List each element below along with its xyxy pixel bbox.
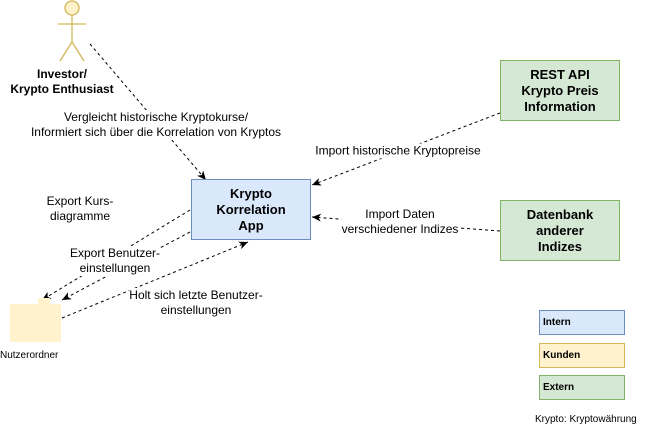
edge-label-export-settings: Export Benutzer- einstellungen [69,246,161,276]
database-node: Datenbank anderer Indizes [500,200,620,261]
database-line1: Datenbank [526,206,594,222]
legend-intern: Intern [539,310,625,335]
folder-tab-icon [38,298,50,304]
edge-label-load-settings-line1: Holt sich letzte Benutzer- [129,288,263,302]
folder-label: Nutzerordner [0,350,59,361]
edge-label-import-indices-line1: Import Daten [365,207,435,221]
folder-icon [10,304,61,342]
rest-api-node: REST API Krypto Preis Information [500,60,620,121]
legend-kunden: Kunden [539,343,625,368]
edge-label-import-prices: Import historische Kryptopreise [315,143,481,159]
edge-label-compare: Vergleicht historische Kryptokurse/ Info… [30,110,282,140]
actor-name-line2: Krypto Enthusiast [10,82,114,96]
rest-api-line2: Krypto Preis [521,82,599,98]
edge-label-import-indices-line2: verschiedener Indizes [341,222,459,236]
app-node-line2: Korrelation [216,201,286,217]
rest-api-line1: REST API [530,66,590,82]
legend-kunden-label: Kunden [543,350,581,361]
app-node-line3: App [238,217,264,233]
rest-api-line3: Information [524,98,596,114]
app-node-line1: Krypto [230,185,272,201]
database-line3: Indizes [537,238,583,254]
edge-label-import-indices: Import Daten verschiedener Indizes [341,207,459,237]
database-line2: anderer [536,222,584,238]
edge-label-load-settings: Holt sich letzte Benutzer- einstellungen [129,288,263,318]
edge-label-export-chart: Export Kurs- diagramme [46,194,114,224]
app-node: Krypto Korrelation App [191,179,311,240]
edge-label-export-settings-line2: einstellungen [79,261,151,275]
edge-label-load-settings-line2: einstellungen [160,303,232,317]
edge-label-import-prices-line1: Import historische Kryptopreise [315,143,481,158]
footnote: Krypto: Kryptowährung [535,414,637,425]
edge-label-compare-line1: Vergleicht historische Kryptokurse/ [63,110,249,124]
legend-extern-label: Extern [543,382,575,393]
edge-label-export-chart-line1: Export Kurs- [46,194,114,208]
edge-label-export-chart-line2: diagramme [49,209,111,223]
actor-label: Investor/ Krypto Enthusiast [10,67,113,97]
edge-label-compare-line2: Informiert sich über die Korrelation von… [30,125,282,139]
edge-label-export-settings-line1: Export Benutzer- [69,246,161,260]
investor-actor-icon [58,0,86,62]
legend-intern-label: Intern [543,317,571,328]
legend-extern: Extern [539,375,625,400]
actor-name-line1: Investor/ [36,67,87,81]
